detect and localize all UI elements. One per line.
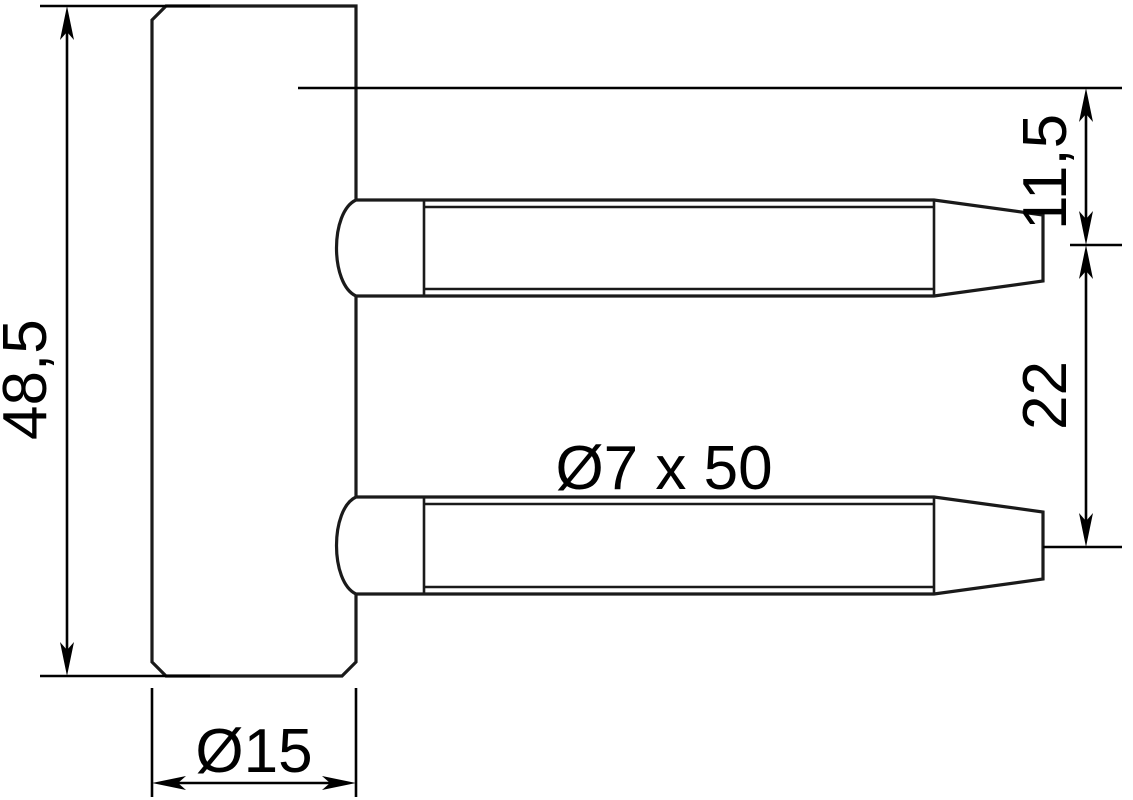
arrow-head-spacing-up bbox=[1079, 245, 1093, 279]
annotation-pin-callout: Ø7 x 50 bbox=[555, 434, 772, 503]
arrow-head-diameter-right bbox=[322, 776, 356, 790]
dim-label-pin-spacing: 22 bbox=[1011, 361, 1080, 430]
arrow-head-flange-bottom bbox=[60, 642, 74, 676]
dimension-pin-gap-top: 11,5 bbox=[298, 86, 1122, 247]
arrow-head-gap-top-down bbox=[1079, 211, 1093, 245]
dim-label-flange-height: 48,5 bbox=[0, 319, 60, 440]
upper-pin-body bbox=[334, 198, 1045, 298]
part-geometry bbox=[150, 4, 1045, 678]
mounting-flange-body bbox=[150, 4, 358, 678]
dimension-pin-spacing: 22 bbox=[1011, 245, 1122, 549]
arrow-head-spacing-down bbox=[1079, 513, 1093, 547]
annotation-label-pin-callout: Ø7 x 50 bbox=[555, 434, 772, 503]
arrow-head-gap-top-up bbox=[1079, 88, 1093, 122]
arrow-head-flange-top bbox=[60, 6, 74, 40]
dim-label-flange-diameter: Ø15 bbox=[195, 717, 312, 786]
lower-pin-body bbox=[334, 495, 1045, 596]
arrow-head-diameter-left bbox=[152, 776, 186, 790]
dimension-flange-diameter: Ø15 bbox=[150, 688, 358, 797]
dim-label-pin-gap-top: 11,5 bbox=[1011, 114, 1080, 230]
dimension-flange-height: 48,5 bbox=[0, 4, 210, 678]
